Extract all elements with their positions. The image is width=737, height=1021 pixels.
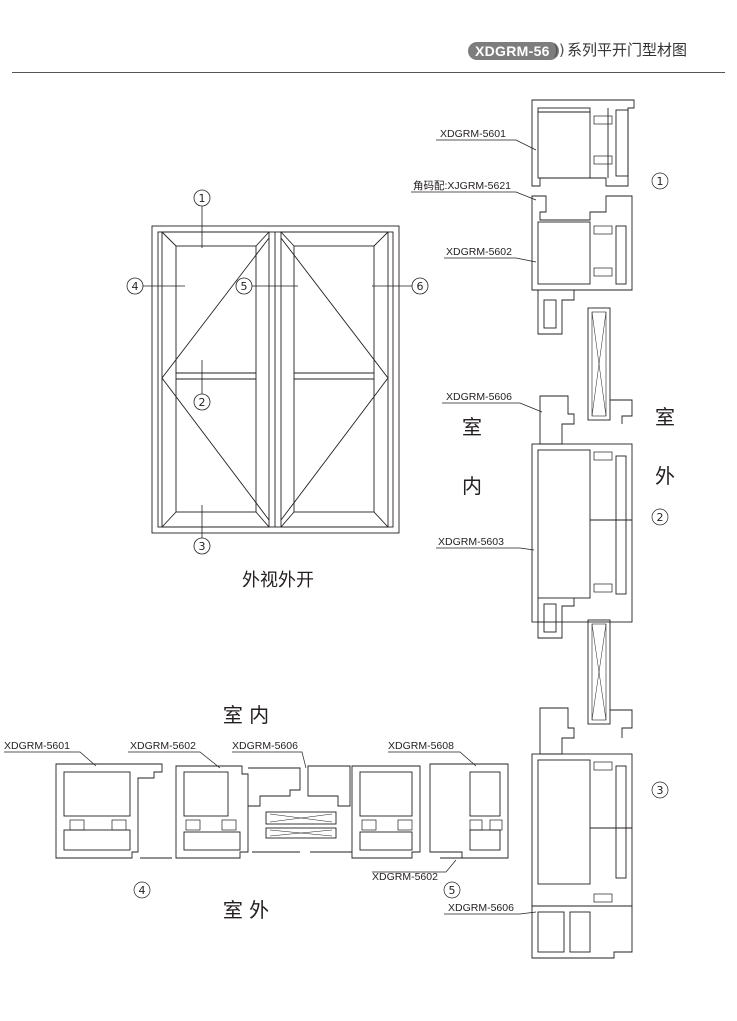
label-vs-5602: XDGRM-5602 (446, 246, 512, 258)
marker-4: 4 (132, 280, 139, 293)
marker-1: 1 (199, 192, 206, 205)
label-vs-5606-bottom: XDGRM-5606 (448, 902, 514, 914)
elevation-markers (126, 189, 429, 555)
indoor-char-1: 室 (462, 415, 482, 439)
outdoor-char-2: 外 (655, 464, 675, 488)
label-vs-corner: 角码配:XJGRM-5621 (413, 180, 511, 192)
label-hs-5601: XDGRM-5601 (4, 740, 70, 752)
vertical-section (531, 99, 635, 959)
label-hs-5608: XDGRM-5608 (388, 740, 454, 752)
outdoor-char-1: 室 (655, 405, 675, 429)
vs-marker-3: 3 (657, 784, 664, 797)
marker-2: 2 (199, 396, 206, 409)
elevation-caption: 外视外开 (242, 570, 314, 591)
hs-marker-5: 5 (449, 884, 456, 897)
vertical-leaders (411, 139, 669, 915)
series-mark: )) (553, 41, 565, 59)
marker-6: 6 (417, 280, 424, 293)
header-rule (12, 72, 725, 73)
vs-marker-2: 2 (657, 511, 664, 524)
page-title: 系列平开门型材图 (567, 41, 688, 59)
indoor-char-2: 内 (462, 474, 482, 498)
label-vs-5603: XDGRM-5603 (438, 536, 504, 548)
label-hs-5602-bottom: XDGRM-5602 (372, 871, 438, 883)
series-badge: XDGRM-56 (468, 42, 559, 60)
hs-marker-4: 4 (139, 884, 146, 897)
marker-5: 5 (241, 280, 248, 293)
vs-marker-1: 1 (657, 175, 664, 188)
marker-3: 3 (199, 540, 206, 553)
label-hs-5606: XDGRM-5606 (232, 740, 298, 752)
label-vs-5606-top: XDGRM-5606 (446, 391, 512, 403)
door-elevation (151, 225, 400, 534)
label-vs-5601: XDGRM-5601 (440, 128, 506, 140)
page-header: XDGRM-56 )) 系列平开门型材图 (0, 0, 737, 80)
horizontal-leaders (4, 751, 477, 899)
horizontal-section (55, 763, 509, 859)
label-hs-5602-top: XDGRM-5602 (130, 740, 196, 752)
hs-indoor: 室 内 (223, 703, 269, 727)
hs-outdoor: 室 外 (223, 898, 269, 922)
